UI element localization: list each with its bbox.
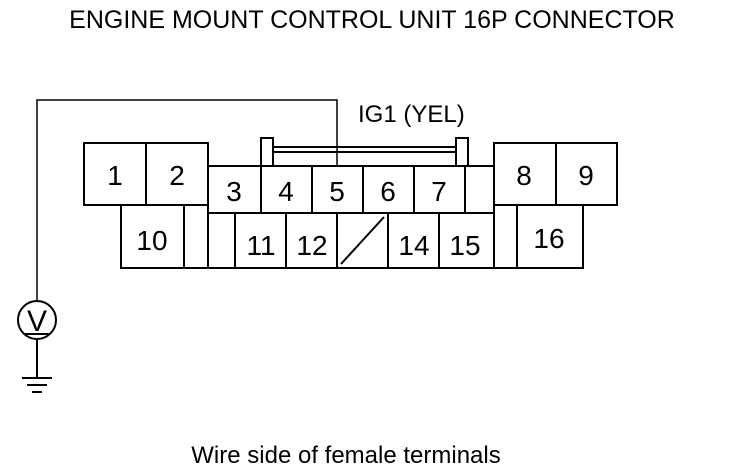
connector-lock-tab (260, 137, 469, 167)
terminal-9: 9 (578, 160, 594, 191)
ig1-wire-label: IG1 (YEL) (358, 101, 465, 128)
cavity-grid (121, 143, 617, 268)
terminal-2: 2 (169, 160, 185, 191)
terminal-3: 3 (226, 176, 242, 207)
terminal-11: 11 (246, 230, 275, 261)
terminal-5: 5 (329, 176, 345, 207)
empty-cavity-13 (340, 216, 385, 265)
terminal-8: 8 (516, 160, 532, 191)
ground-icon (22, 339, 52, 393)
terminal-16: 16 (533, 223, 564, 254)
terminal-1: 1 (107, 160, 123, 191)
voltmeter-icon: V (17, 300, 57, 340)
terminal-7: 7 (431, 176, 447, 207)
terminal-10: 10 (136, 225, 167, 256)
diagram-caption: Wire side of female terminals (191, 442, 500, 469)
diagram-title: ENGINE MOUNT CONTROL UNIT 16P CONNECTOR (69, 6, 675, 34)
terminal-6: 6 (380, 176, 396, 207)
terminal-4: 4 (278, 176, 294, 207)
terminal-12: 12 (296, 230, 327, 261)
voltmeter-symbol: V (27, 305, 47, 338)
terminal-14: 14 (398, 230, 429, 261)
probe-wire (36, 99, 338, 302)
terminal-15: 15 (449, 230, 480, 261)
